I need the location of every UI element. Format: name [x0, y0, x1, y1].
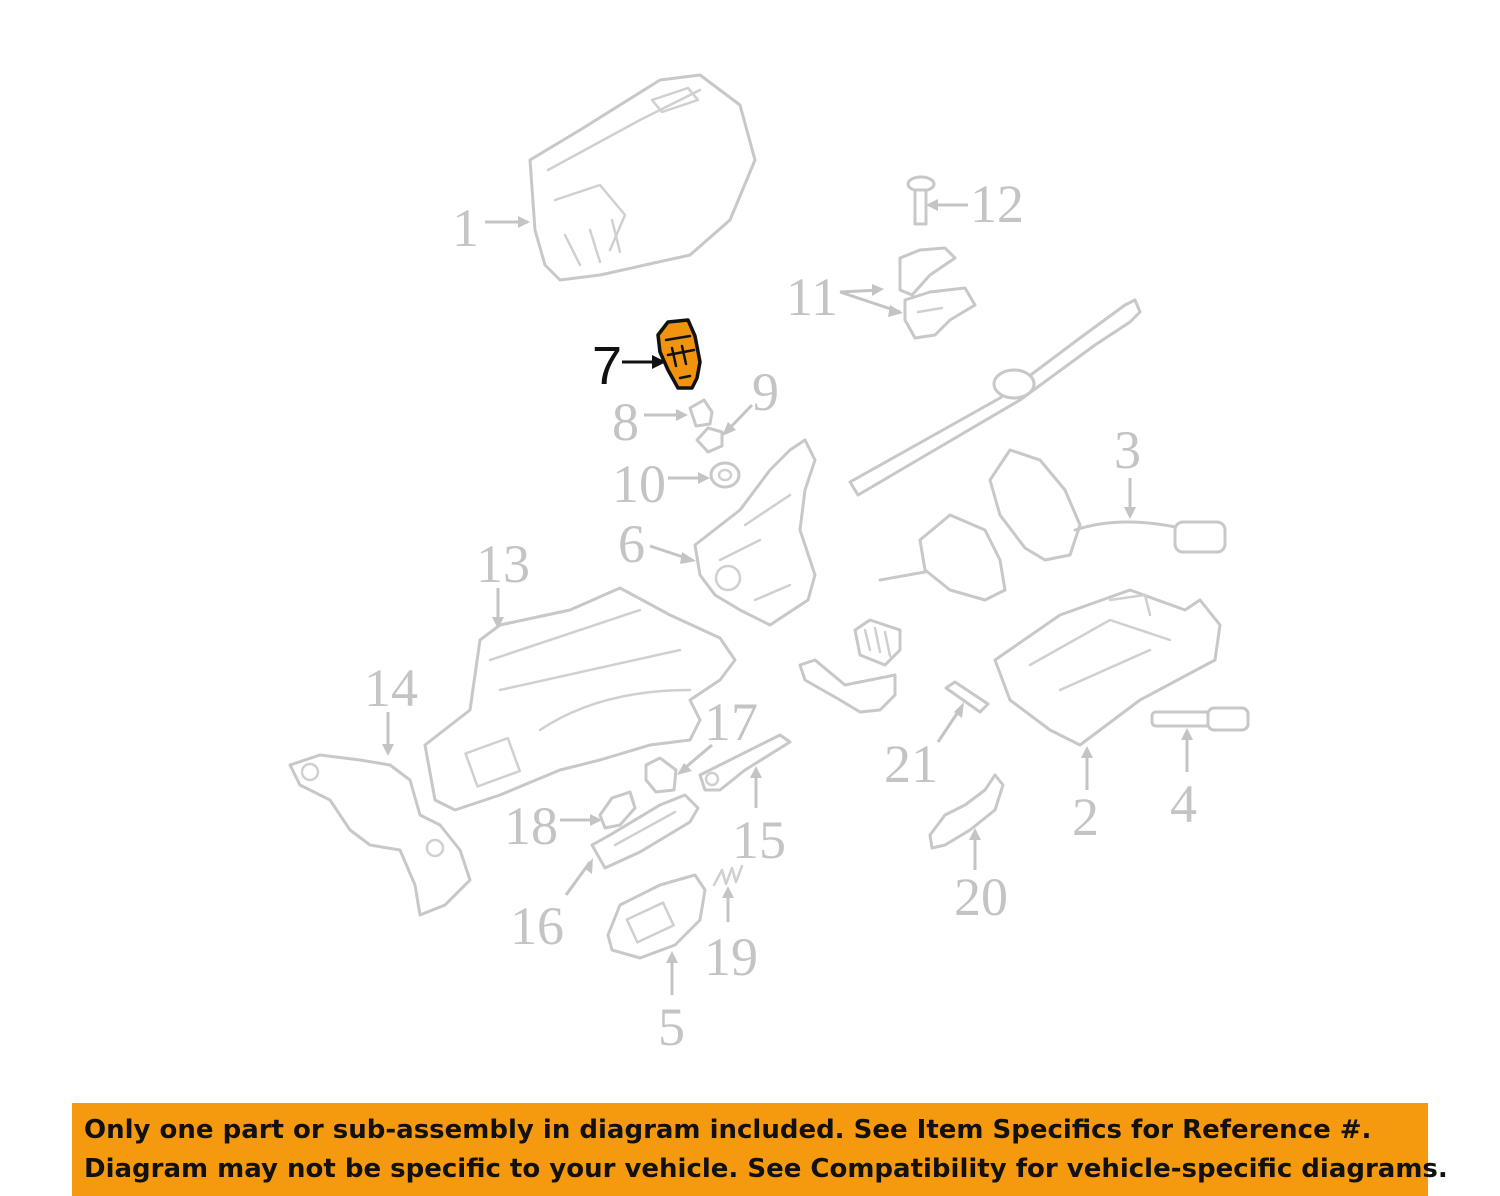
- callout-20: 20: [954, 867, 1008, 927]
- steering-shaft: [848, 298, 1142, 497]
- part-11-brackets: [898, 246, 977, 340]
- disclaimer-line-2: Diagram may not be specific to your vehi…: [84, 1154, 1448, 1184]
- spring: [853, 618, 902, 667]
- part-5-housing: [606, 873, 707, 960]
- callout-13: 13: [476, 534, 530, 594]
- part-1-shroud: [528, 73, 757, 282]
- callout-17: 17: [704, 692, 758, 752]
- callout-2: 2: [1072, 787, 1099, 847]
- callout-12: 12: [970, 174, 1024, 234]
- lever: [798, 658, 897, 714]
- callout-5: 5: [658, 997, 685, 1057]
- part-15-lever: [698, 733, 792, 792]
- part-19-spring: [712, 864, 744, 887]
- callout-11: 11: [786, 267, 838, 327]
- part-14-yoke: [288, 753, 472, 917]
- callout-19: 19: [704, 927, 758, 987]
- part-12-bolt: [906, 175, 936, 226]
- disclaimer-banner: Only one part or sub-assembly in diagram…: [72, 1103, 1448, 1196]
- callout-3: 3: [1114, 420, 1141, 480]
- part-6-lock-housing: [693, 438, 817, 627]
- callout-4: 4: [1170, 774, 1197, 834]
- part-17-clip: [644, 756, 678, 794]
- part-13-column-jacket: [423, 586, 737, 812]
- part-18-clip: [598, 790, 637, 830]
- part-10-nut: [709, 461, 741, 489]
- part-16-slider: [590, 793, 700, 870]
- callout-14: 14: [364, 658, 418, 718]
- disclaimer-line-1: Only one part or sub-assembly in diagram…: [84, 1115, 1372, 1145]
- parts-diagram: 1 12 11 7 8 9 10 6 3 13 14 17 21 2 4 18 …: [288, 73, 1250, 1057]
- part-2-lower-cover: [993, 588, 1222, 747]
- part-7-lock-cylinder: [656, 318, 702, 390]
- callout-7: 7: [592, 336, 622, 396]
- callout-10: 10: [612, 454, 666, 514]
- part-20-lever: [928, 773, 1005, 850]
- part-4-pin: [1150, 706, 1250, 732]
- part-9-clip: [695, 426, 724, 454]
- callout-15: 15: [732, 810, 786, 870]
- callout-labels: 1 12 11 7 8 9 10 6 3 13 14 17 21 2 4 18 …: [364, 174, 1197, 1057]
- callout-21: 21: [884, 734, 938, 794]
- callout-18: 18: [504, 796, 558, 856]
- callout-arrows: [382, 199, 1193, 995]
- callout-1: 1: [452, 198, 479, 258]
- part-21-pin: [944, 680, 990, 714]
- callout-8: 8: [612, 392, 639, 452]
- part-8-clip: [688, 398, 714, 428]
- callout-16: 16: [510, 896, 564, 956]
- callout-6: 6: [618, 514, 645, 574]
- part-3-switch: [878, 448, 1227, 602]
- callout-9: 9: [752, 362, 779, 422]
